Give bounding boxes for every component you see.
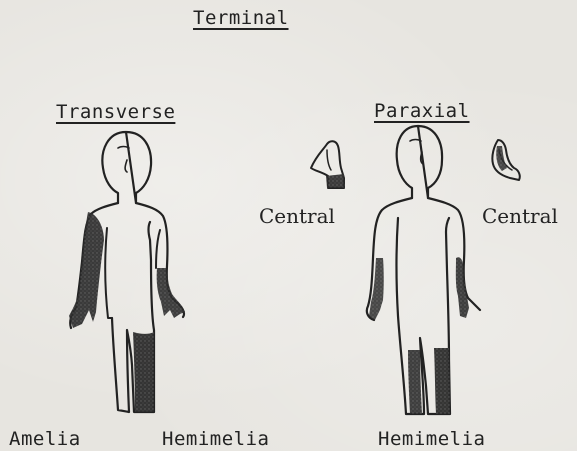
heading-terminal: Terminal	[193, 9, 289, 28]
title-transverse: Transverse	[56, 103, 175, 122]
label-hemimelia-paraxial: Hemimelia	[378, 430, 485, 449]
title-paraxial: Paraxial	[374, 102, 470, 121]
transverse-right-hand-shade	[157, 268, 185, 318]
central-hand-right	[492, 140, 519, 180]
label-hemimelia-transverse: Hemimelia	[162, 430, 269, 449]
label-amelia: Amelia	[9, 430, 81, 449]
paraxial-right-arm-shade	[456, 257, 469, 318]
paraxial-right-leg-shade	[434, 348, 450, 414]
central-hand-left-shade	[326, 174, 345, 188]
transverse-head	[102, 132, 151, 203]
paraxial-left-leg-shade	[408, 350, 422, 414]
label-central-right: Central	[482, 206, 558, 226]
label-central-left: Central	[259, 206, 335, 226]
transverse-left-arm-shade	[69, 212, 104, 328]
paraxial-head	[397, 126, 442, 198]
transverse-leg-shade	[133, 332, 154, 412]
